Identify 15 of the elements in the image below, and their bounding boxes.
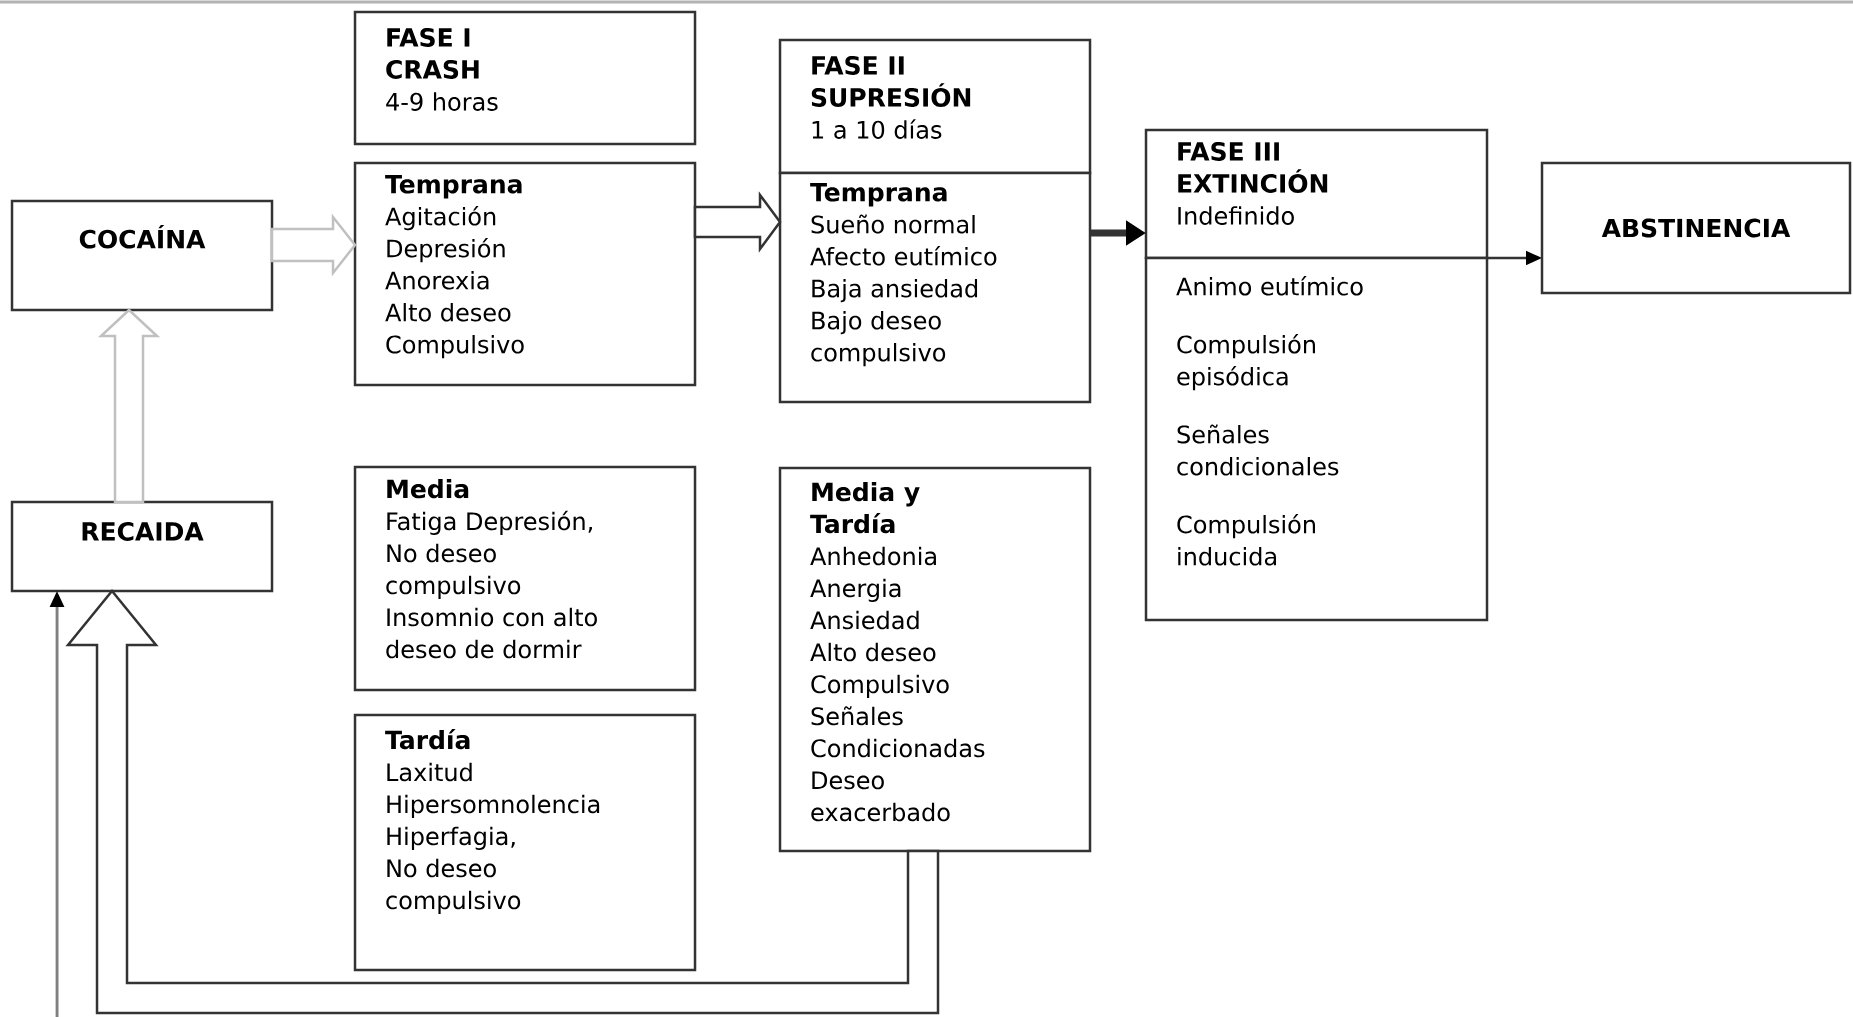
symptom-box: Temprana Agitación Depresión Anorexia Alto deseo Compulsivo bbox=[353, 161, 697, 387]
phase-header-box: FASE III EXTINCIÓN Indefinido bbox=[1144, 128, 1489, 260]
symptom-box: Media y Tardía Anhedonia Anergia Ansiedad Alto deseo Compulsivo Señales Condicionadas Deseo exacerbado bbox=[778, 466, 1092, 853]
block-arrow bbox=[693, 191, 782, 253]
symptom-box: Media Fatiga Depresión, No deseo compulsivo Insomnio con alto deseo de dormir bbox=[353, 465, 697, 692]
block-arrow bbox=[270, 213, 357, 277]
phase-header-box: FASE II SUPRESIÓN 1 a 10 días bbox=[778, 38, 1092, 175]
state-box: RECAIDA bbox=[10, 500, 274, 593]
symptom-box: Tardía Laxitud Hipersomnolencia Hiperfagia, No deseo compulsivo bbox=[353, 713, 697, 972]
phase-header-box: FASE I CRASH 4-9 horas bbox=[353, 10, 697, 146]
block-arrow bbox=[65, 589, 940, 1015]
state-box: ABSTINENCIA bbox=[1540, 161, 1852, 295]
state-box: COCAÍNA bbox=[10, 199, 274, 312]
symptom-box: Temprana Sueño normal Afecto eutímico Baja ansiedad Bajo deseo compulsivo bbox=[778, 171, 1092, 404]
block-arrow bbox=[97, 308, 161, 504]
